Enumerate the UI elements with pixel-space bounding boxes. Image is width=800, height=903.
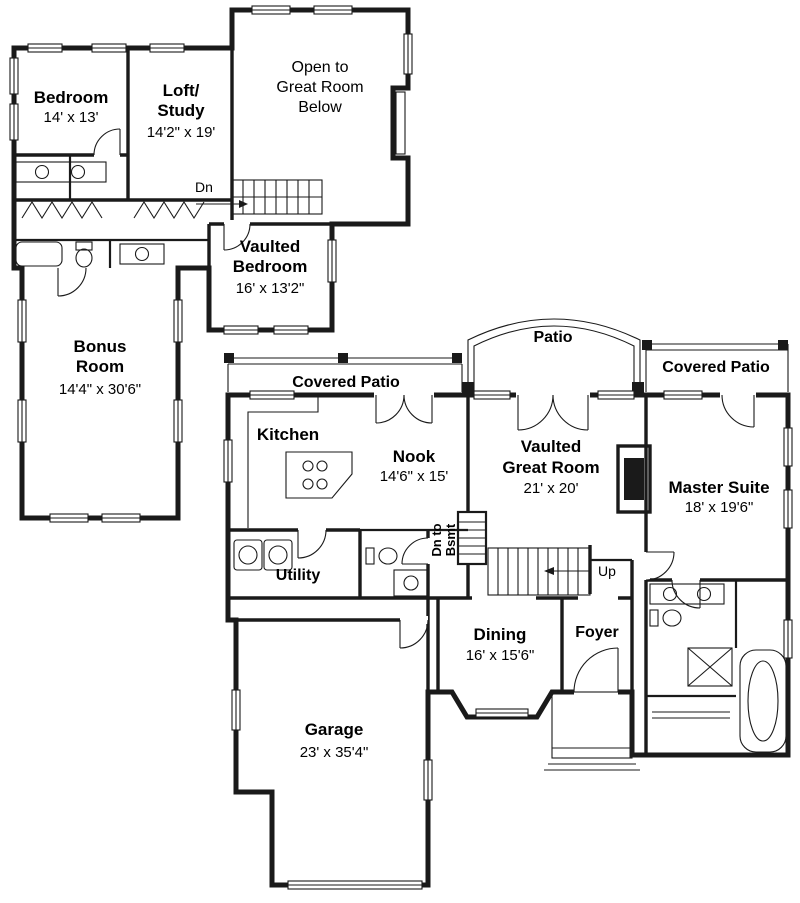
covered-patio-right-outline	[642, 340, 789, 392]
bonus-room-dims: 14'4" x 30'6"	[59, 381, 141, 398]
loft-dims: 14'2" x 19'	[147, 124, 216, 141]
bedroom-dims: 14' x 13'	[44, 109, 99, 126]
main-doors	[297, 391, 756, 696]
powder-room-fixtures	[365, 547, 429, 597]
master-suite-dims: 18' x 19'6"	[685, 499, 754, 516]
stairs-up-arrow-icon	[544, 567, 554, 575]
stairs-up-label: Up	[598, 563, 616, 579]
vaulted-bedroom-label-line1: Vaulted	[240, 237, 300, 256]
open-below-line1: Open to	[292, 59, 349, 76]
great-room-label-line1: Vaulted	[521, 437, 581, 456]
upper-interior-walls	[14, 48, 406, 268]
patio-label: Patio	[533, 329, 572, 346]
upper-bath-fixtures	[15, 161, 165, 268]
bedroom-label: Bedroom	[34, 88, 109, 107]
main-stairs-up	[487, 547, 591, 596]
main-windows	[223, 390, 793, 890]
basement-stairs-label-line2: Bsmt	[443, 523, 458, 556]
garage-label: Garage	[305, 720, 364, 739]
covered-patio-right-label: Covered Patio	[662, 359, 770, 376]
vaulted-bedroom-label-line2: Bedroom	[233, 257, 308, 276]
open-below-line2: Great Room	[276, 79, 363, 96]
great-room-label-line2: Great Room	[502, 458, 599, 477]
stairs-down-label: Dn	[195, 179, 213, 195]
bonus-room-label-line2: Room	[76, 357, 124, 376]
foyer-label: Foyer	[575, 624, 619, 641]
loft-label-line1: Loft/	[163, 81, 200, 100]
master-bath-fixtures	[649, 583, 787, 753]
nook-label: Nook	[393, 447, 436, 466]
front-porch	[544, 691, 640, 771]
upper-stairs	[196, 179, 323, 215]
upper-closet-bifold-doors	[21, 200, 205, 220]
bonus-room-label-line1: Bonus	[74, 337, 127, 356]
kitchen-counters	[247, 397, 353, 528]
utility-label: Utility	[276, 567, 321, 584]
stairs-down-arrow-icon	[239, 200, 248, 208]
dining-dims: 16' x 15'6"	[466, 647, 535, 664]
tub	[739, 649, 787, 753]
garage-dims: 23' x 35'4"	[300, 744, 369, 761]
upper-windows	[9, 5, 413, 523]
great-room-dims: 21' x 20'	[524, 480, 579, 497]
basement-stairs	[456, 510, 488, 566]
master-suite-label: Master Suite	[668, 478, 769, 497]
main-floor: Patio Covered Patio Covered Patio Kitche…	[223, 318, 793, 890]
upper-floor: Bedroom 14' x 13' Loft/ Study 14'2" x 19…	[9, 5, 413, 523]
shower	[687, 647, 733, 687]
upper-doors	[57, 128, 251, 297]
fireplace	[616, 444, 652, 514]
vaulted-bedroom-dims: 16' x 13'2"	[236, 280, 305, 297]
washer-dryer	[233, 539, 293, 571]
nook-dims: 14'6" x 15'	[380, 468, 449, 485]
basement-stairs-label-line1: Dn to	[429, 523, 444, 556]
patio-outline	[462, 318, 644, 394]
covered-patio-left-outline	[224, 353, 463, 392]
covered-patio-left-label: Covered Patio	[292, 374, 400, 391]
loft-label-line2: Study	[157, 101, 205, 120]
kitchen-label: Kitchen	[257, 425, 319, 444]
dining-label: Dining	[474, 625, 527, 644]
main-exterior-walls	[225, 392, 791, 888]
open-below-line3: Below	[298, 99, 342, 116]
